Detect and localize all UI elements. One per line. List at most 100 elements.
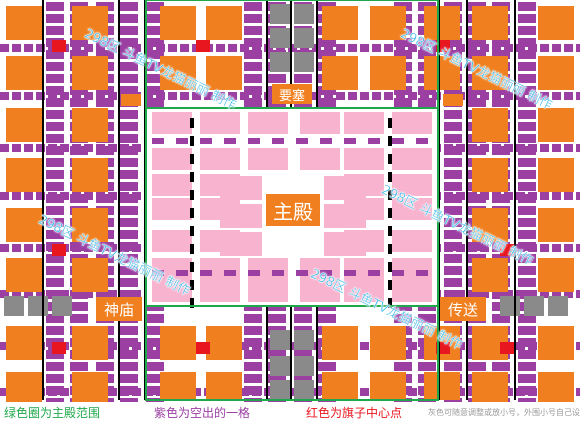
road-cell (518, 98, 536, 107)
road-cell (468, 92, 477, 100)
road-cell (108, 342, 117, 350)
road-cell (480, 290, 489, 298)
road-cell (444, 266, 462, 275)
road-cell (224, 138, 236, 144)
pink-cell (200, 280, 240, 302)
road-cell (152, 270, 164, 276)
road-cell (564, 144, 573, 152)
road-cell (372, 44, 381, 52)
road-cell (518, 278, 536, 287)
road-cell (120, 398, 138, 402)
road-cell (456, 44, 465, 52)
pink-cell (152, 112, 192, 134)
road-cell (418, 50, 436, 59)
building-block (72, 56, 108, 90)
road-cell (146, 314, 164, 323)
road-cell (564, 290, 573, 298)
flexible-cell (4, 296, 24, 316)
road-cell (576, 144, 580, 152)
road-cell (492, 86, 510, 95)
road-cell (108, 290, 117, 298)
road-cell (96, 362, 114, 371)
road-cell (132, 244, 141, 252)
road-cell (480, 144, 489, 152)
road-cell (60, 92, 69, 100)
divider-line (190, 190, 194, 200)
road-cell (176, 138, 188, 144)
corner-marker-right (443, 94, 463, 106)
building-block (6, 158, 42, 192)
road-cell (244, 74, 262, 83)
road-cell (46, 134, 64, 143)
road-cell (444, 290, 453, 298)
pink-cell (300, 280, 340, 302)
flexible-cell (294, 28, 314, 48)
road-cell (120, 62, 138, 71)
road-cell (192, 92, 201, 100)
road-cell (518, 194, 536, 203)
road-cell (228, 92, 237, 100)
road-cell (146, 62, 164, 71)
road-cell (156, 92, 165, 100)
road-cell (564, 44, 573, 52)
road-cell (84, 244, 93, 252)
road-cell (408, 44, 417, 52)
road-cell (320, 138, 332, 144)
road-cell (72, 192, 81, 200)
road-cell (360, 342, 369, 350)
legend-green: 绿色圈为主殿范围 (4, 406, 101, 420)
road-cell (468, 38, 486, 47)
road-cell (84, 92, 93, 100)
road-cell (528, 44, 537, 52)
teleport-label: 传送 (440, 297, 486, 321)
road-cell (264, 342, 273, 350)
building-block (322, 56, 358, 90)
road-cell (248, 270, 260, 276)
road-cell (348, 92, 357, 100)
road-cell (120, 218, 138, 227)
divider-line (190, 136, 194, 146)
divider-line (514, 0, 516, 400)
road-cell (492, 192, 501, 200)
building-block (538, 326, 574, 360)
building-block (6, 208, 42, 242)
road-cell (146, 50, 164, 59)
road-cell (120, 290, 129, 298)
flexible-cell (294, 4, 314, 24)
flag-center (500, 244, 514, 256)
road-cell (120, 350, 138, 359)
pink-cell (152, 148, 192, 170)
road-cell (70, 50, 88, 59)
building-block (472, 158, 508, 192)
building-block (6, 56, 42, 90)
road-cell (552, 244, 561, 252)
road-cell (518, 326, 536, 335)
road-cell (294, 314, 312, 323)
road-cell (456, 244, 465, 252)
road-cell (24, 244, 33, 252)
road-cell (46, 398, 64, 402)
pink-cell (200, 112, 240, 134)
road-cell (394, 314, 412, 323)
road-cell (528, 342, 537, 350)
road-cell (518, 2, 536, 11)
road-cell (492, 92, 501, 100)
pink-cell (392, 112, 432, 134)
road-cell (444, 86, 462, 95)
divider-line (388, 136, 392, 146)
building-block (72, 372, 108, 402)
road-cell (518, 398, 536, 402)
road-cell (70, 86, 88, 95)
road-cell (84, 192, 93, 200)
road-cell (504, 144, 513, 152)
road-cell (418, 86, 436, 95)
road-cell (36, 244, 45, 252)
road-cell (418, 362, 436, 371)
road-cell (146, 98, 164, 107)
building-block (538, 56, 574, 90)
pink-cell (344, 148, 384, 170)
road-cell (540, 44, 549, 52)
building-block (72, 326, 108, 360)
road-cell (24, 192, 33, 200)
road-cell (444, 38, 462, 47)
